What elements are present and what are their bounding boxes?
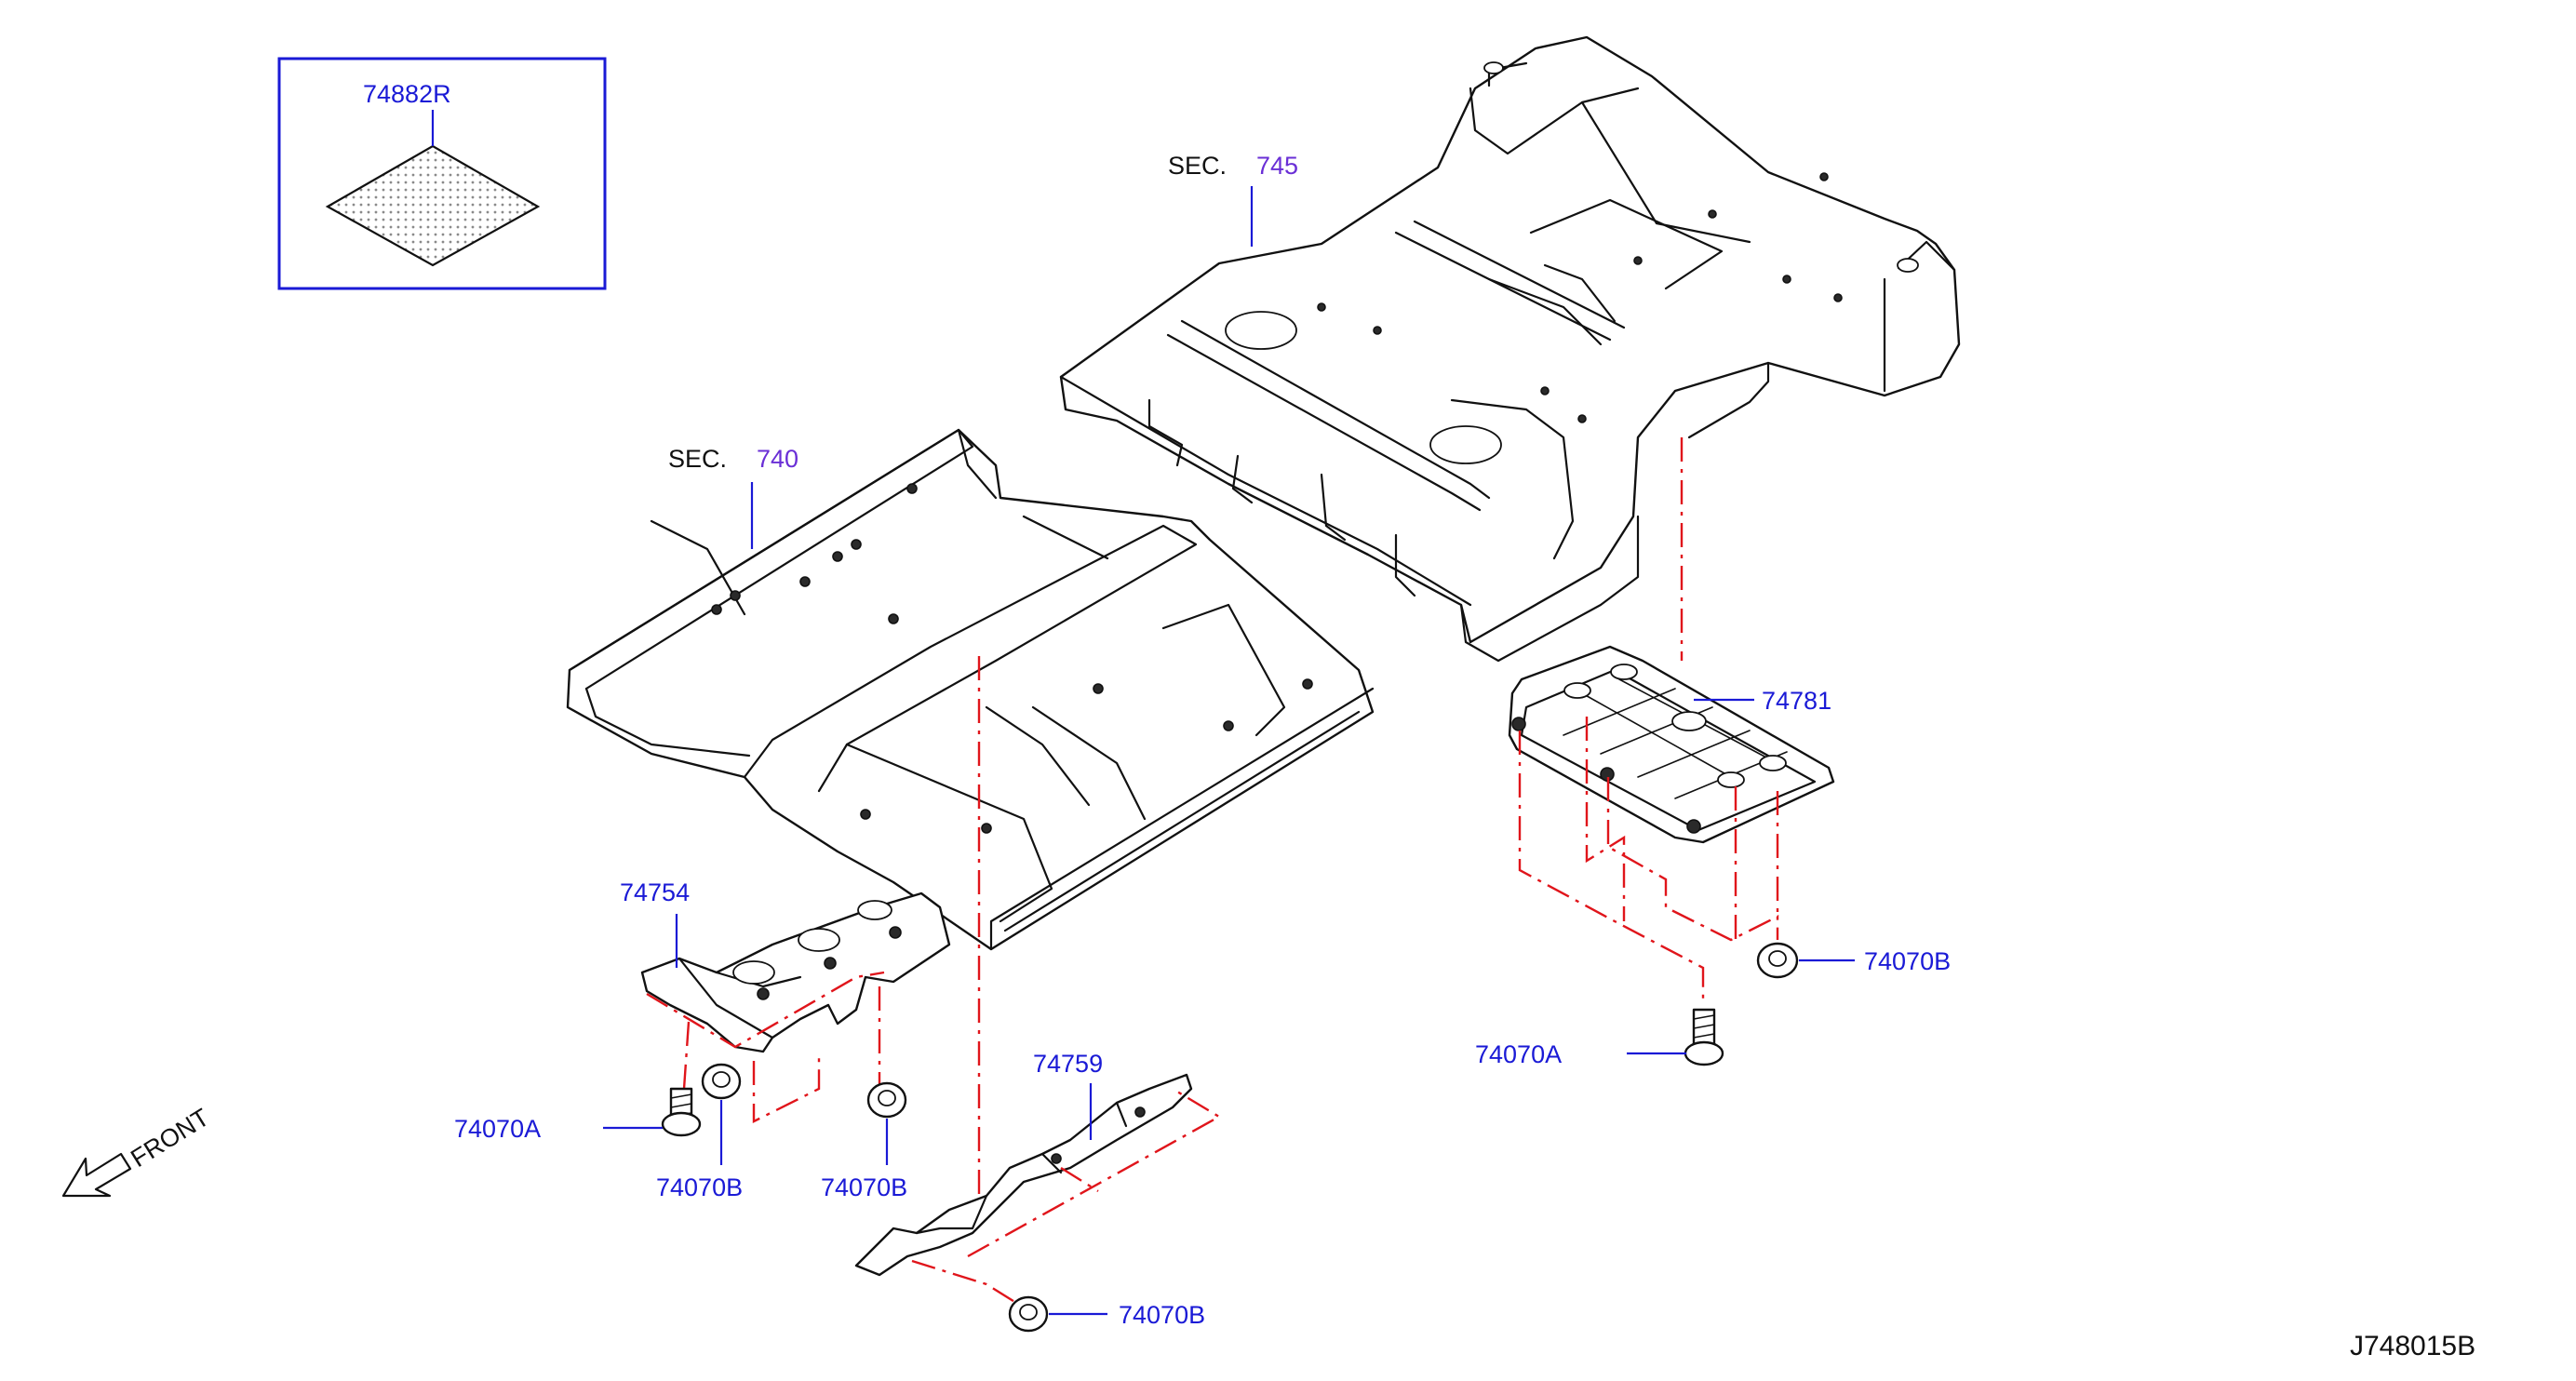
p74070B-bottom-label: 74070B bbox=[1049, 1301, 1205, 1329]
tunnel-cover-74759 bbox=[854, 1073, 1193, 1277]
svg-text:74070B: 74070B bbox=[1864, 947, 1951, 975]
svg-text:740: 740 bbox=[757, 445, 798, 473]
p74070B-left2-label: 74070B bbox=[821, 1119, 907, 1201]
svg-text:SEC.: SEC. bbox=[1168, 152, 1227, 180]
p74781-label: 74781 bbox=[1694, 687, 1831, 715]
bolt-74070A-left bbox=[661, 1087, 702, 1137]
p74070B-right-label: 74070B bbox=[1799, 947, 1951, 975]
svg-text:SEC.: SEC. bbox=[668, 445, 727, 473]
diagram-code: J748015B bbox=[2350, 1331, 2475, 1361]
svg-text:74754: 74754 bbox=[620, 878, 690, 906]
svg-text:74070A: 74070A bbox=[454, 1115, 541, 1143]
svg-text:745: 745 bbox=[1256, 152, 1298, 180]
assembly-lines-74754 bbox=[646, 971, 885, 1123]
front-floor-panel bbox=[566, 428, 1375, 951]
assembly-lines-74781 bbox=[1518, 437, 1779, 1005]
sec-745-label: SEC. 745 bbox=[1168, 152, 1298, 247]
nut-74070B-bottom bbox=[1008, 1295, 1049, 1333]
inset-box: 74882R bbox=[277, 57, 607, 290]
rear-floor-panel bbox=[1059, 35, 1961, 663]
front-cover-74754 bbox=[640, 892, 951, 1053]
p74070B-left1-label: 74070B bbox=[656, 1100, 743, 1201]
svg-text:74759: 74759 bbox=[1033, 1050, 1103, 1078]
svg-text:74781: 74781 bbox=[1762, 687, 1831, 715]
front-label: FRONT bbox=[126, 1103, 214, 1173]
svg-text:74070B: 74070B bbox=[1119, 1301, 1205, 1329]
nut-74070B-left2 bbox=[866, 1081, 907, 1119]
insulator-pad-shape bbox=[325, 144, 541, 267]
bolt-74070A-right bbox=[1684, 1008, 1724, 1066]
nut-74070B-left1 bbox=[701, 1063, 742, 1100]
svg-text:74070A: 74070A bbox=[1475, 1040, 1562, 1068]
p74754-label: 74754 bbox=[620, 878, 690, 968]
inset-part-label: 74882R bbox=[363, 80, 451, 108]
svg-text:74070B: 74070B bbox=[821, 1173, 907, 1201]
p74070A-right-label: 74070A bbox=[1475, 1040, 1686, 1068]
sec-740-label: SEC. 740 bbox=[668, 445, 798, 549]
nut-74070B-right bbox=[1756, 942, 1799, 979]
p74759-label: 74759 bbox=[1033, 1050, 1103, 1140]
p74070A-left-label: 74070A bbox=[454, 1115, 663, 1143]
front-indicator: FRONT bbox=[61, 1103, 214, 1198]
assembly-lines-74759 bbox=[911, 656, 1222, 1309]
rear-under-cover-74781 bbox=[1508, 645, 1835, 844]
front-direction-arrow-icon bbox=[61, 1152, 132, 1198]
svg-text:74070B: 74070B bbox=[656, 1173, 743, 1201]
